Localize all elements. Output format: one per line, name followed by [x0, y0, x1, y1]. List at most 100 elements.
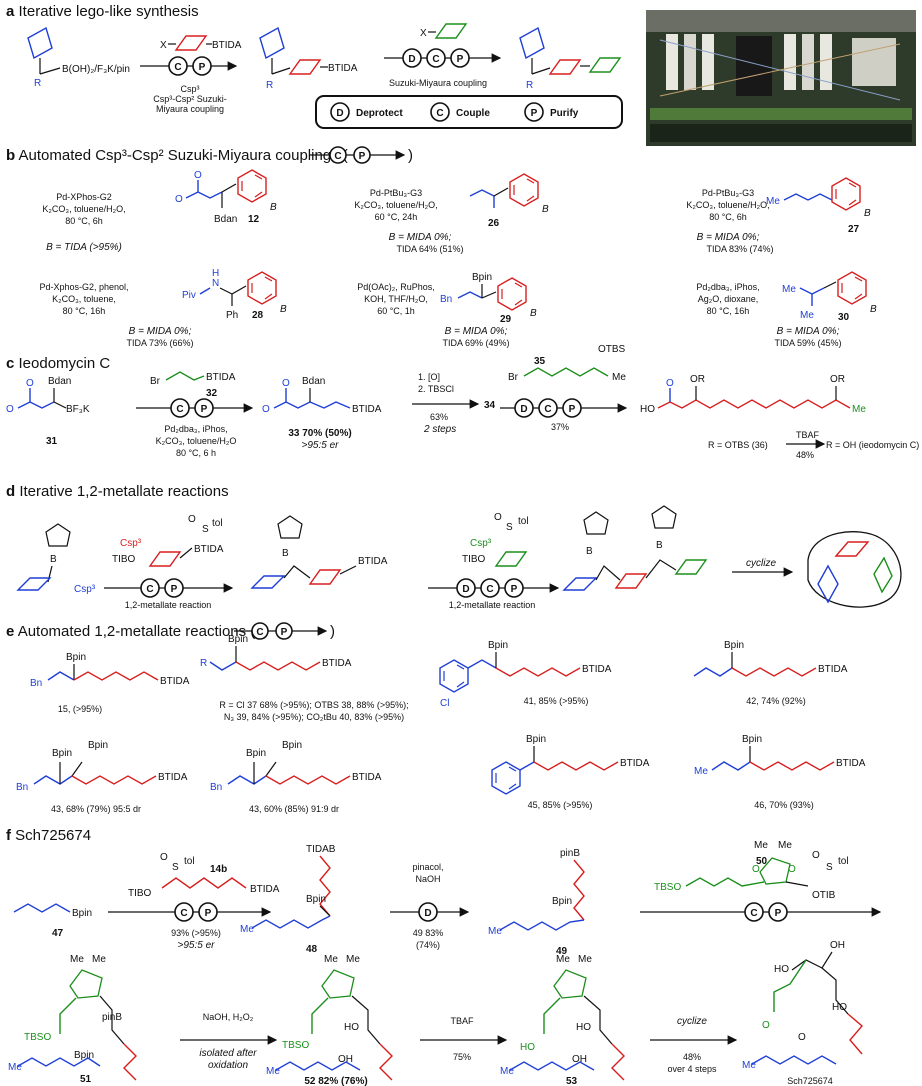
- svg-text:BTIDA: BTIDA: [358, 556, 388, 567]
- sulfoxide-reagent-1: O S tol Csp³ TIBO BTIDA: [112, 514, 224, 567]
- svg-text:Me: Me: [612, 372, 626, 383]
- svg-text:P: P: [775, 908, 782, 919]
- compound-15: Bn Bpin BTIDA 15, (>95%): [30, 652, 190, 714]
- couple-step-icon: [538, 398, 558, 418]
- compound-47: Bpin 47: [13, 903, 92, 939]
- svg-text:OH: OH: [338, 1054, 353, 1065]
- svg-text:C: C: [436, 108, 443, 119]
- svg-text:Bpin: Bpin: [526, 734, 546, 745]
- svg-text:15, (>95%): 15, (>95%): [58, 704, 102, 714]
- svg-text:O: O: [812, 850, 820, 861]
- conditions-12: Pd-XPhos-G2 K₂CO₃, toluene/H₂O, 80 °C, 6…: [42, 192, 125, 253]
- svg-text:1,2-metallate reaction: 1,2-metallate reaction: [125, 600, 212, 610]
- svg-text:K₂CO₃, toluene,: K₂CO₃, toluene,: [52, 294, 116, 304]
- svg-text:B = MIDA 0%;: B = MIDA 0%;: [389, 232, 452, 243]
- svg-text:D: D: [520, 404, 527, 415]
- svg-text:P: P: [171, 584, 178, 595]
- svg-text:e Automated 1,2-metallate reac: e Automated 1,2-metallate reactions (: [6, 623, 255, 640]
- panel-title: Automated Csp³-Csp² Suzuki-Miyaura coupl…: [19, 147, 348, 164]
- svg-text:C: C: [750, 908, 757, 919]
- compound-50: Me Me O O 50 TBSO O S tol OTIB: [654, 840, 849, 901]
- svg-text:35: 35: [534, 356, 546, 367]
- svg-text:C: C: [432, 54, 439, 65]
- svg-text:O: O: [282, 378, 290, 389]
- intermediate-d1: B BTIDA: [250, 515, 388, 589]
- svg-text:Me: Me: [754, 840, 768, 851]
- svg-text:Bpin: Bpin: [72, 908, 92, 919]
- svg-text:R: R: [526, 80, 533, 91]
- svg-text:C: C: [544, 404, 551, 415]
- svg-text:Br: Br: [150, 376, 161, 387]
- legend-label: Purify: [550, 108, 579, 119]
- svg-text:45, 85% (>95%): 45, 85% (>95%): [528, 800, 593, 810]
- compound-36: HO O OR OR Me: [640, 374, 866, 415]
- svg-text:TIDA 73% (66%): TIDA 73% (66%): [126, 338, 193, 348]
- svg-text:BTIDA: BTIDA: [158, 772, 188, 783]
- reagent-x-red-btida: X BTIDA: [160, 35, 242, 51]
- svg-text:Me: Me: [92, 954, 106, 965]
- panel-letter: b: [6, 147, 15, 164]
- svg-text:53: 53: [566, 1076, 578, 1086]
- purify-step-icon: [450, 48, 470, 68]
- svg-text:Me: Me: [346, 954, 360, 965]
- svg-text:>95:5 er: >95:5 er: [178, 940, 216, 951]
- svg-text:P: P: [457, 54, 464, 65]
- svg-text:Bpin: Bpin: [228, 634, 248, 645]
- svg-text:C: C: [334, 151, 341, 162]
- compound-33: O O Bdan BTIDA 33 70% (50%) >95:5 er: [262, 376, 382, 451]
- svg-text:>95:5 er: >95:5 er: [302, 440, 340, 451]
- svg-text:pinB: pinB: [560, 848, 580, 859]
- svg-text:Bn: Bn: [30, 678, 42, 689]
- building-block-blue: R B(OH)₂/F₃K/pin: [27, 26, 130, 89]
- compound-46: Me Bpin BTIDA 46, 70% (93%): [694, 734, 866, 810]
- compound-43-a: Bn Bpin Bpin BTIDA 43, 68% (79%) 95:5 dr: [16, 740, 188, 814]
- svg-text:BTIDA: BTIDA: [620, 758, 650, 769]
- svg-text:Bpin: Bpin: [88, 740, 108, 751]
- svg-text:): ): [330, 623, 335, 640]
- svg-text:75%: 75%: [453, 1052, 471, 1062]
- svg-text:93% (>95%): 93% (>95%): [171, 928, 221, 938]
- svg-text:Csp³: Csp³: [470, 538, 492, 549]
- svg-text:Miyaura coupling: Miyaura coupling: [156, 104, 224, 114]
- svg-text:Cl: Cl: [440, 698, 449, 709]
- svg-text:tol: tol: [838, 856, 849, 867]
- svg-text:BTIDA: BTIDA: [194, 544, 224, 555]
- svg-text:Bpin: Bpin: [552, 896, 572, 907]
- svg-text:X: X: [160, 40, 167, 51]
- svg-text:Bpin: Bpin: [52, 748, 72, 759]
- svg-text:52 82% (76%): 52 82% (76%): [304, 1076, 367, 1086]
- svg-text:N: N: [212, 278, 219, 289]
- svg-text:B: B: [282, 548, 289, 559]
- svg-text:Me: Me: [782, 284, 796, 295]
- compound-37-40: R Bpin BTIDA R = Cl 37 68% (>95%); OTBS …: [200, 634, 409, 722]
- svg-text:BTIDA: BTIDA: [328, 63, 358, 74]
- svg-text:P: P: [569, 404, 576, 415]
- compound-sch725674: OH HO HO O O Me Sch725674: [742, 940, 863, 1086]
- svg-text:50: 50: [756, 856, 768, 867]
- deprotect-step-icon: [456, 578, 476, 598]
- purify-step-icon: [353, 146, 371, 164]
- svg-text:N₃ 39, 84% (>95%); CO₂tBu 40,: N₃ 39, 84% (>95%); CO₂tBu 40, 83% (>95%): [224, 712, 404, 722]
- svg-text:60 °C, 24h: 60 °C, 24h: [375, 212, 418, 222]
- svg-text:31: 31: [46, 436, 58, 447]
- svg-text:over 4 steps: over 4 steps: [667, 1064, 717, 1074]
- svg-text:Pd-PtBu₃-G3: Pd-PtBu₃-G3: [702, 188, 754, 198]
- panel-a: a Iterative lego-like synthesis R B(OH)₂…: [6, 3, 916, 146]
- svg-text:B: B: [586, 546, 593, 557]
- panel-title: Iterative lego-like synthesis: [19, 3, 199, 20]
- panel-c: c Ieodomycin C O O Bdan BF₃K 31 Br BTIDA…: [6, 344, 919, 460]
- boron-reagent-label: B(OH)₂/F₃K/pin: [62, 64, 130, 75]
- svg-text:OH: OH: [830, 940, 845, 951]
- svg-text:S: S: [202, 524, 209, 535]
- svg-text:Bpin: Bpin: [724, 640, 744, 651]
- svg-text:Bpin: Bpin: [742, 734, 762, 745]
- svg-text:O: O: [188, 514, 196, 525]
- svg-text:f Sch725674: f Sch725674: [6, 827, 91, 844]
- svg-text:48: 48: [306, 944, 318, 955]
- svg-text:OH: OH: [572, 1054, 587, 1065]
- svg-text:C: C: [176, 404, 183, 415]
- svg-text:33 70% (50%): 33 70% (50%): [288, 428, 351, 439]
- svg-text:O: O: [160, 852, 168, 863]
- svg-text:37%: 37%: [551, 422, 569, 432]
- svg-text:P: P: [201, 404, 208, 415]
